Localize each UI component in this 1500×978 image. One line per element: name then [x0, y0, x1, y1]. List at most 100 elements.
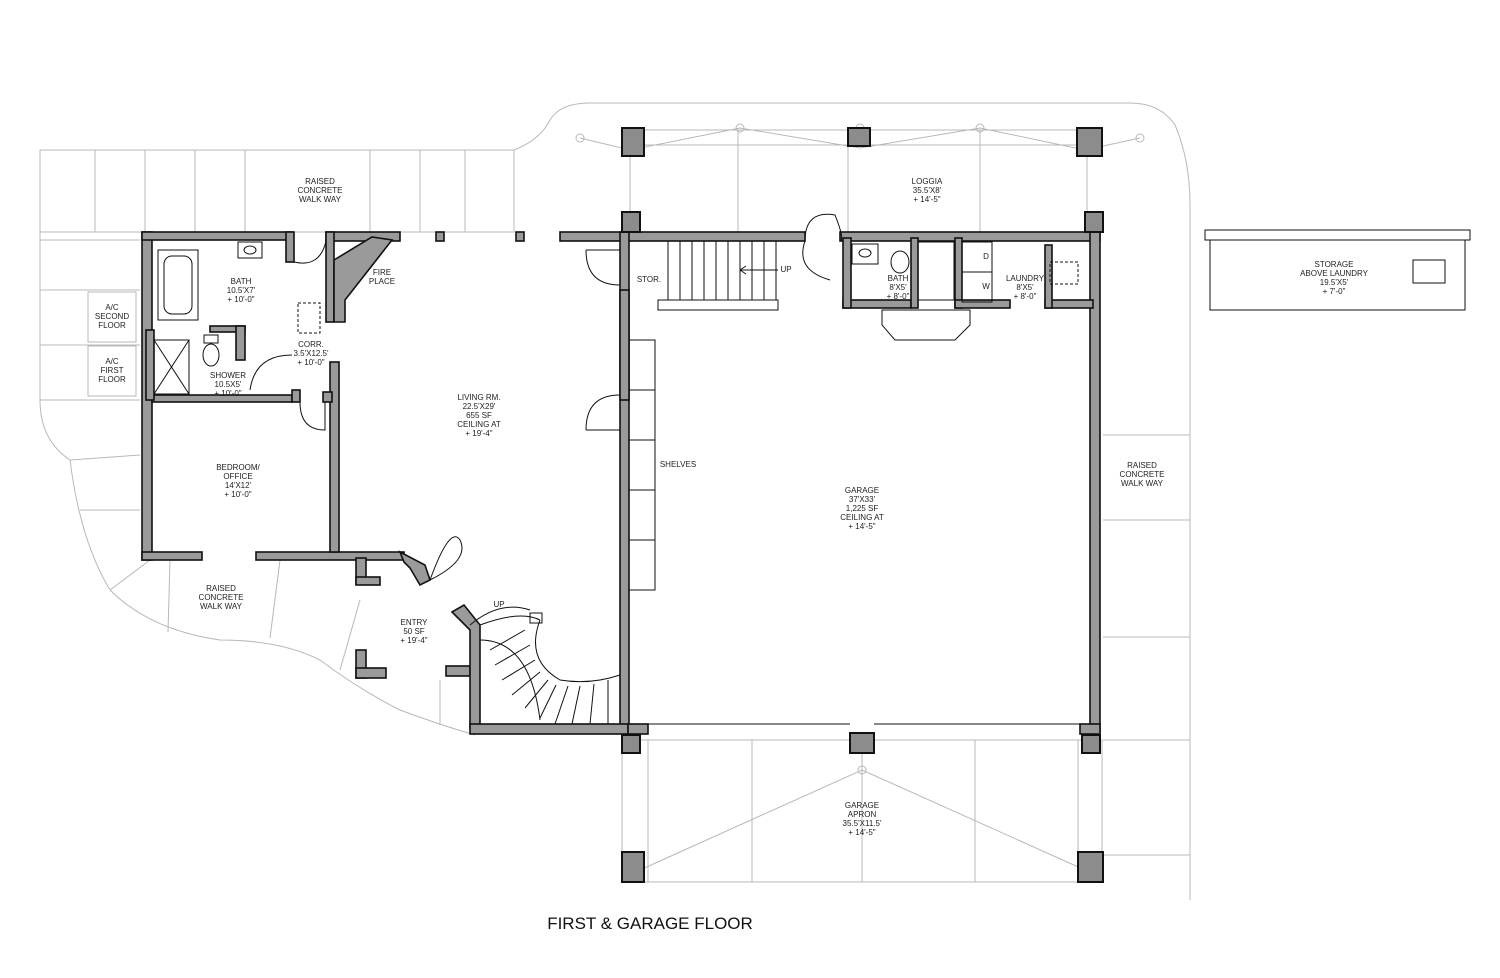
label-line: ABOVE LAUNDRY — [1300, 269, 1369, 278]
label-line: WALK WAY — [1121, 479, 1164, 488]
label-line: UP — [780, 265, 791, 274]
label-line: + 8'-0" — [887, 292, 910, 301]
label-up-top: UP — [780, 265, 791, 274]
label-line: RAISED — [206, 584, 236, 593]
label-line: 655 SF — [466, 411, 492, 420]
label-line: 8'X5' — [1016, 283, 1034, 292]
label-line: FLOOR — [98, 321, 126, 330]
label-line: LIVING RM. — [457, 393, 500, 402]
label-line: PLACE — [369, 277, 395, 286]
label-line: + 14'-5" — [848, 522, 875, 531]
label-line: 3.5'X12.5' — [293, 349, 329, 358]
label-washer: W — [982, 282, 990, 291]
label-line: CONCRETE — [199, 593, 244, 602]
label-line: FIRE — [373, 268, 391, 277]
stairs-top — [667, 241, 778, 300]
label-line: 35.5'X8' — [913, 186, 942, 195]
label-stor: STOR. — [637, 275, 661, 284]
label-line: + 14'-5" — [913, 195, 940, 204]
label-line: 14'X12' — [225, 481, 252, 490]
label-line: 22.5'X29' — [463, 402, 496, 411]
label-line: + 19'-4" — [400, 636, 427, 645]
label-line: CEILING AT — [840, 513, 884, 522]
label-line: BATH — [888, 274, 909, 283]
label-line: + 10'-0" — [297, 358, 324, 367]
label-line: STORAGE — [1315, 260, 1354, 269]
label-line: GARAGE — [845, 801, 879, 810]
stairs-entry — [469, 606, 621, 725]
label-line: 19.5'X5' — [1320, 278, 1349, 287]
label-shelves: SHELVES — [660, 460, 696, 469]
walls — [141, 231, 1101, 735]
label-line: 35.5'X11.5' — [843, 819, 882, 828]
label-up-entry: UP — [493, 600, 504, 609]
label-line: D — [983, 252, 989, 261]
label-line: 50 SF — [403, 627, 424, 636]
label-line: CONCRETE — [1120, 470, 1165, 479]
label-line: BATH — [231, 277, 252, 286]
label-line: + 14'-5" — [848, 828, 875, 837]
label-line: GARAGE — [845, 486, 879, 495]
fixtures — [153, 213, 1080, 725]
label-dryer: D — [983, 252, 989, 261]
storage-plan — [1204, 229, 1471, 311]
label-line: + 10'-0" — [227, 295, 254, 304]
label-line: SHOWER — [210, 371, 246, 380]
label-line: LAUNDRY — [1006, 274, 1045, 283]
label-line: RAISED — [1127, 461, 1157, 470]
columns — [621, 127, 1104, 883]
label-line: WALK WAY — [200, 602, 243, 611]
label-line: 10.5'X7' — [227, 286, 256, 295]
label-line: 1,225 SF — [846, 504, 879, 513]
label-line: STOR. — [637, 275, 661, 284]
label-line: SHELVES — [660, 460, 696, 469]
label-line: RAISED — [305, 177, 335, 186]
label-line: ENTRY — [401, 618, 429, 627]
label-line: 37'X33' — [849, 495, 876, 504]
label-corr: CORR.3.5'X12.5'+ 10'-0" — [293, 340, 329, 367]
label-line: W — [982, 282, 990, 291]
label-line: 8'X5' — [889, 283, 907, 292]
label-line: CONCRETE — [298, 186, 343, 195]
label-line: BEDROOM/ — [216, 463, 260, 472]
label-line: FLOOR — [98, 375, 126, 384]
label-line: CEILING AT — [457, 420, 501, 429]
label-line: + 10'-0" — [224, 490, 251, 499]
label-line: APRON — [848, 810, 877, 819]
label-line: FIRST — [100, 366, 123, 375]
label-line: CORR. — [298, 340, 324, 349]
label-line: A/C — [105, 303, 119, 312]
label-line: UP — [493, 600, 504, 609]
label-line: + 8'-0" — [1014, 292, 1037, 301]
label-line: 10.5X5' — [215, 380, 242, 389]
label-line: OFFICE — [223, 472, 252, 481]
label-line: LOGGIA — [912, 177, 943, 186]
plan-title: FIRST & GARAGE FLOOR — [547, 914, 753, 933]
label-line: SECOND — [95, 312, 129, 321]
label-line: A/C — [105, 357, 119, 366]
label-line: + 7'-0" — [1323, 287, 1346, 296]
site-paving — [39, 102, 1191, 900]
label-line: + 10'-0" — [214, 389, 241, 398]
label-line: WALK WAY — [299, 195, 342, 204]
label-line: + 19'-4" — [465, 429, 492, 438]
